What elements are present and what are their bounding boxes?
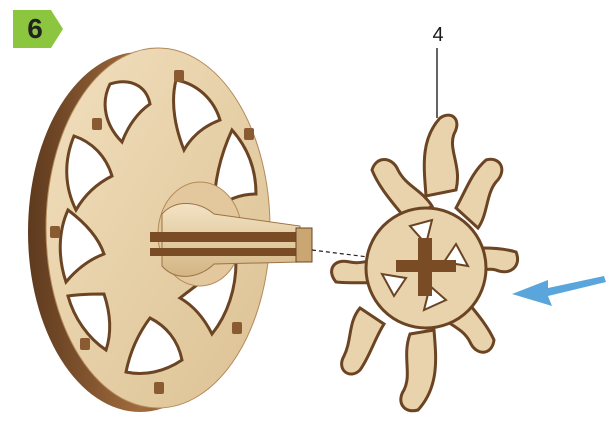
sun-ray: [424, 115, 457, 196]
sun-slot-horizontal: [396, 260, 456, 272]
wheel-peg: [80, 338, 90, 350]
wheel-peg: [92, 118, 102, 130]
wheel-peg: [232, 322, 242, 334]
wheel-peg: [174, 70, 184, 82]
axle-tip: [296, 228, 312, 262]
insert-arrow: [512, 276, 606, 306]
sun-ray: [401, 330, 436, 411]
wheel-peg: [154, 382, 164, 394]
axle-slot-bottom: [150, 248, 310, 256]
insert-arrow-icon: [512, 276, 606, 306]
axle-slot-top: [150, 232, 310, 242]
sun-ray: [456, 159, 502, 228]
sun-ray: [342, 308, 384, 374]
wheel-peg: [244, 128, 254, 140]
sun-gear-icon: [332, 115, 518, 411]
wheel-peg: [50, 226, 60, 238]
